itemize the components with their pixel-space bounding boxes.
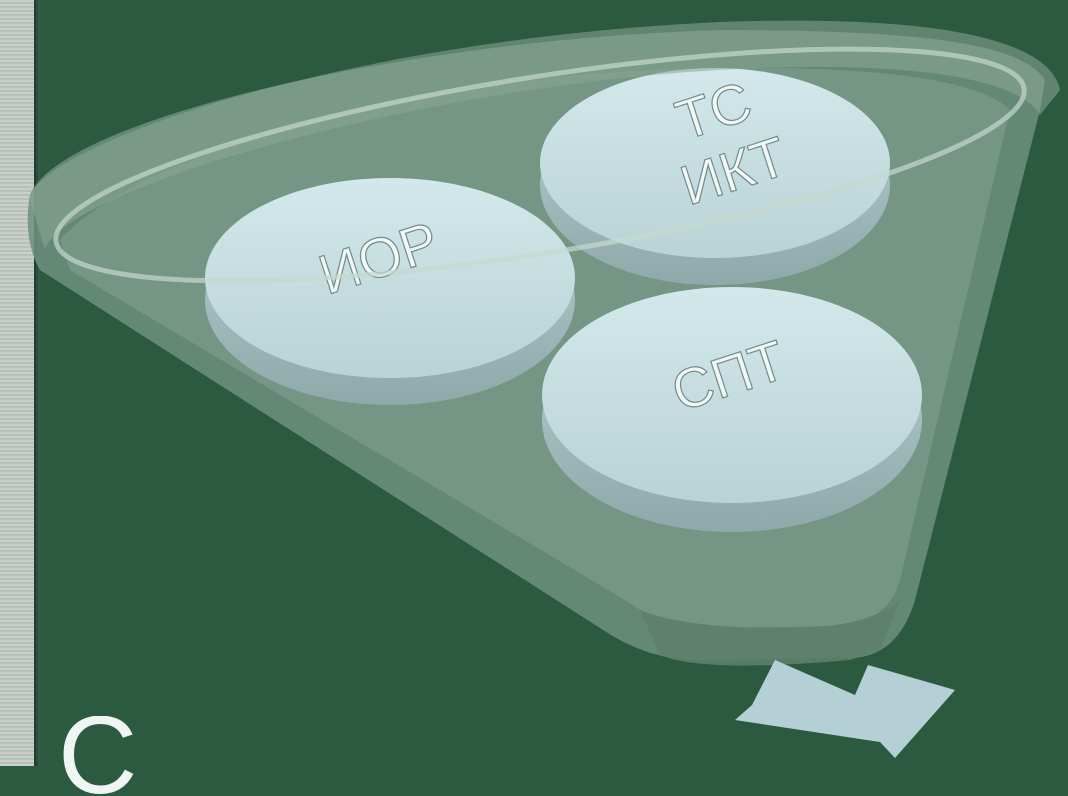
disc-ts-ikt: ТС ИКТ (540, 68, 890, 285)
disc-ior: ИОР (205, 178, 575, 405)
arrow-down-right-icon (735, 660, 955, 758)
disc-spt: СПТ (542, 287, 922, 532)
left-border-line (34, 0, 40, 766)
bottom-heading-fragment: С (58, 716, 138, 796)
funnel-spout (640, 600, 900, 666)
funnel-diagram: ИОР ТС ИКТ СПТ (27, 20, 1060, 758)
funnel-rim (30, 20, 1060, 284)
left-border-strip (0, 0, 34, 766)
